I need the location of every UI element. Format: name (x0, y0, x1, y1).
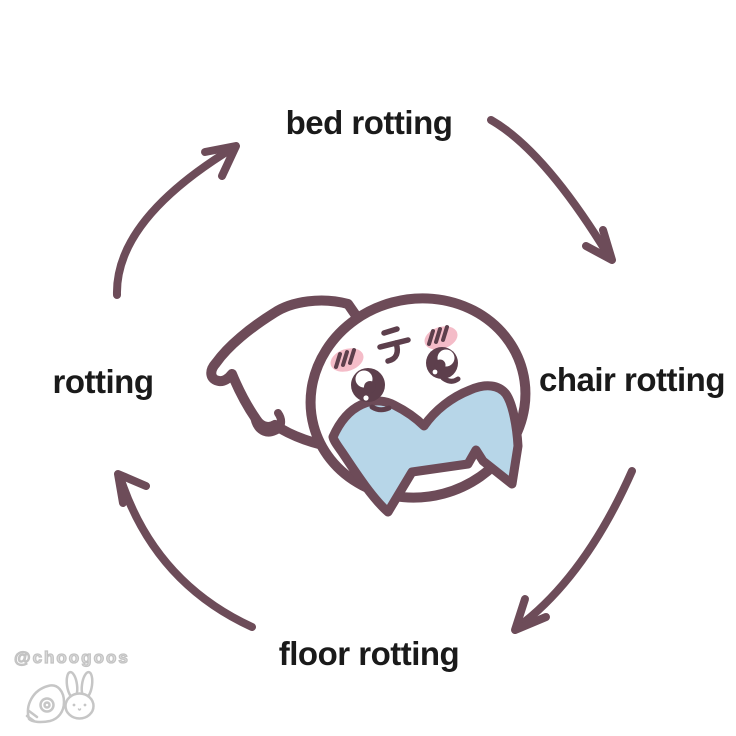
bunny-mouth (77, 708, 82, 711)
arrow-head (511, 595, 550, 634)
watermark-doodles (25, 670, 95, 724)
forehead-dash-top (381, 326, 400, 336)
arrow-bottom-to-left (114, 470, 256, 631)
right-blush (424, 325, 458, 350)
blanket (328, 381, 523, 517)
arrow-arc (514, 467, 636, 631)
arrow-head (582, 226, 616, 264)
blush-hash-marks (427, 325, 449, 346)
node-label-bed-rotting: bed rotting (285, 104, 453, 141)
eye-speck (363, 395, 369, 401)
snail-shell-swirl-inner (43, 701, 51, 709)
arrow-arc (112, 144, 237, 299)
bunny-head (64, 692, 95, 720)
snail-doodle (25, 684, 66, 724)
arrow-head (114, 470, 150, 507)
left-eye (351, 368, 385, 402)
node-label-floor-rotting: floor rotting (278, 635, 460, 672)
node-label-rotting: rotting (52, 363, 154, 400)
left-blush (330, 348, 364, 372)
sleeping-character-illustration (206, 293, 531, 517)
right-eye-bag (440, 375, 461, 384)
snail-tail-stripes (25, 709, 39, 723)
node-label-chair-rotting: chair rotting (538, 361, 726, 398)
forehead-mark (377, 326, 411, 364)
arrow-left-to-top (112, 142, 240, 299)
bunny-doodle (64, 670, 95, 720)
bunny-eye-left (72, 703, 76, 707)
cycle-arrows (112, 116, 636, 634)
arrow-arc (487, 116, 614, 262)
watermark-handle: @choogoos (13, 647, 130, 667)
left-eye-bag (369, 404, 392, 413)
arrow-right-to-bottom (511, 467, 636, 634)
eye-pupil (434, 359, 446, 371)
bunny-eye-right (83, 703, 87, 707)
forehead-hook (385, 340, 401, 364)
arrow-top-to-right (487, 116, 616, 264)
pillow-corner-curl (250, 409, 286, 437)
blush-hash-marks (334, 348, 356, 369)
eye-speck (432, 369, 438, 375)
eye-pupil (364, 381, 376, 393)
arrow-arc (116, 473, 256, 631)
right-eye (426, 347, 458, 379)
snail-shell-swirl (39, 697, 55, 713)
arrow-head (201, 142, 240, 180)
